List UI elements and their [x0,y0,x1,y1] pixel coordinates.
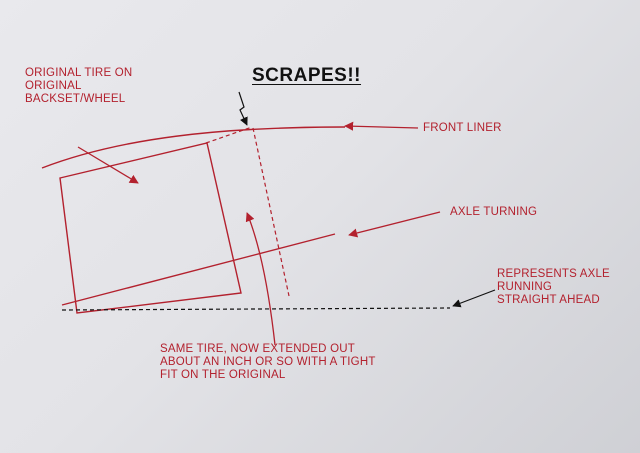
axle-turning-label: AXLE TURNING [450,206,538,218]
axle-straight-line [61,307,451,311]
front-liner-label: FRONT LINER [423,122,502,134]
axle-straight-arrow [452,289,496,308]
axle-straight-label: REPRESENTS AXLE RUNNING STRAIGHT AHEAD [497,268,610,306]
original-tire-outline [59,142,242,314]
front-liner-curve [41,126,346,169]
scrapes-label: SCRAPES!! [252,65,362,86]
extended-tire-arrow [245,212,276,346]
scrapes-arrow [238,91,248,126]
axle-turning-arrow [348,211,441,238]
original-tire-label: ORIGINAL TIRE ON ORIGINAL BACKSET/WHEEL [25,67,133,105]
axle-turning-line [61,233,336,306]
extended-tire-side-edge [252,127,290,297]
original-tire-arrow [77,146,139,184]
extended-tire-top-edge [205,126,253,144]
extended-tire-label: SAME TIRE, NOW EXTENDED OUT ABOUT AN INC… [160,343,376,381]
front-liner-arrow [344,121,419,131]
